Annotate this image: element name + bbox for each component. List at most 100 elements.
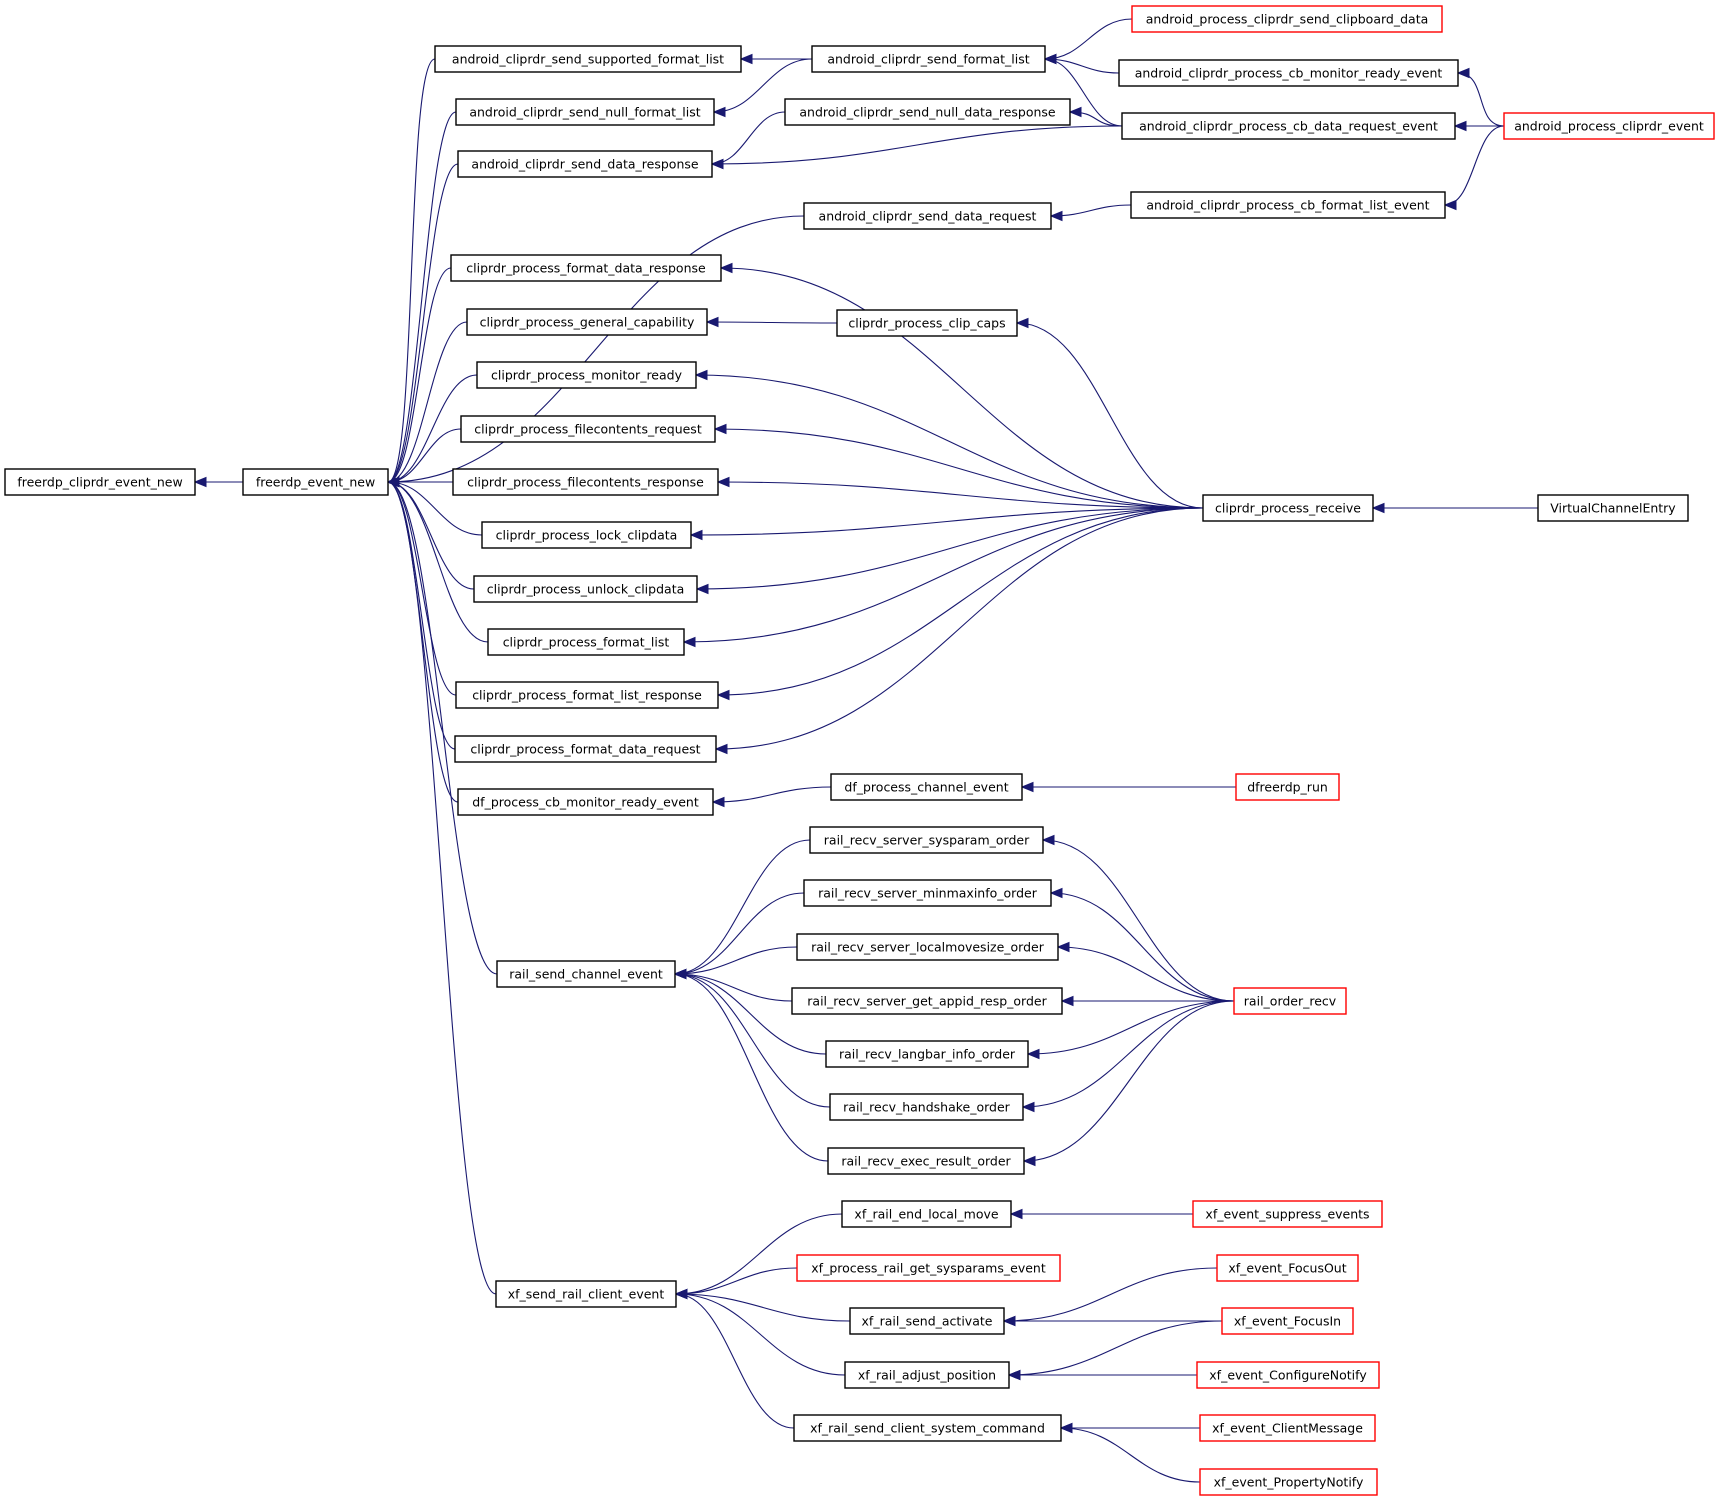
node-label: xf_event_ConfigureNotify	[1209, 1368, 1367, 1383]
function-node[interactable]: rail_recv_server_sysparam_order	[809, 826, 1044, 854]
function-node[interactable]: freerdp_cliprdr_event_new	[4, 468, 196, 496]
edge-line	[387, 481, 457, 696]
function-node[interactable]: android_cliprdr_send_data_response	[457, 150, 713, 178]
function-node[interactable]: df_process_cb_monitor_ready_event	[457, 788, 714, 816]
function-node[interactable]: xf_event_ConfigureNotify	[1196, 1361, 1380, 1389]
node-box	[495, 1280, 677, 1308]
function-node[interactable]: android_process_cliprdr_send_clipboard_d…	[1131, 5, 1443, 33]
call-edge	[674, 1288, 846, 1376]
function-node[interactable]: cliprdr_process_filecontents_request	[460, 415, 716, 443]
function-node[interactable]: rail_recv_server_localmovesize_order	[796, 933, 1059, 961]
function-node[interactable]: android_cliprdr_process_cb_monitor_ready…	[1118, 59, 1459, 87]
function-node[interactable]: rail_recv_exec_result_order	[827, 1147, 1025, 1175]
function-node[interactable]: android_cliprdr_send_null_format_list	[455, 98, 715, 126]
node-label: xf_event_PropertyNotify	[1214, 1475, 1364, 1490]
function-node[interactable]: rail_order_recv	[1233, 987, 1347, 1015]
function-node[interactable]: cliprdr_process_clip_caps	[836, 309, 1018, 337]
node-box	[1192, 1200, 1383, 1228]
function-node[interactable]: cliprdr_process_format_list	[487, 628, 685, 656]
function-node[interactable]: freerdp_event_new	[242, 468, 389, 496]
function-node[interactable]: xf_event_ClientMessage	[1199, 1414, 1376, 1442]
node-box	[827, 1147, 1025, 1175]
edge-arrowhead	[673, 968, 687, 980]
edge-line	[1027, 1000, 1235, 1055]
function-node[interactable]: rail_recv_server_get_appid_resp_order	[791, 987, 1063, 1015]
node-box	[1196, 1361, 1380, 1389]
function-node[interactable]: VirtualChannelEntry	[1537, 494, 1689, 522]
function-node[interactable]: android_cliprdr_send_data_request	[803, 202, 1052, 230]
node-box	[849, 1307, 1005, 1335]
function-node[interactable]: xf_event_FocusOut	[1216, 1254, 1359, 1282]
function-node[interactable]: rail_recv_langbar_info_order	[825, 1040, 1029, 1068]
edge-line	[1060, 1427, 1201, 1483]
function-node[interactable]: xf_event_PropertyNotify	[1199, 1468, 1378, 1496]
function-node[interactable]: xf_rail_send_activate	[849, 1307, 1005, 1335]
function-node[interactable]: cliprdr_process_receive	[1202, 494, 1374, 522]
edge-line	[1050, 204, 1132, 217]
function-node[interactable]: xf_rail_send_client_system_command	[793, 1414, 1062, 1442]
function-node[interactable]: df_process_channel_event	[830, 773, 1023, 801]
function-node[interactable]: rail_send_channel_event	[496, 960, 676, 988]
node-box	[1199, 1468, 1378, 1496]
function-node[interactable]: xf_send_rail_client_event	[495, 1280, 677, 1308]
function-node[interactable]: android_cliprdr_process_cb_format_list_e…	[1130, 191, 1446, 219]
function-node[interactable]: cliprdr_process_unlock_clipdata	[473, 575, 698, 603]
function-node[interactable]: cliprdr_process_general_capability	[466, 308, 708, 336]
node-box	[1537, 494, 1689, 522]
function-node[interactable]: cliprdr_process_format_data_request	[454, 735, 717, 763]
function-node[interactable]: dfreerdp_run	[1235, 773, 1340, 801]
function-node[interactable]: android_cliprdr_send_format_list	[811, 45, 1046, 73]
node-label: xf_rail_end_local_move	[854, 1207, 998, 1222]
function-node[interactable]: cliprdr_process_monitor_ready	[476, 361, 697, 389]
edge-line	[1023, 1000, 1235, 1162]
function-node[interactable]: xf_process_rail_get_sysparams_event	[796, 1254, 1061, 1282]
edge-arrowhead	[674, 1288, 688, 1300]
function-node[interactable]: xf_rail_end_local_move	[841, 1200, 1012, 1228]
call-edge	[673, 946, 798, 980]
edge-line	[1008, 1320, 1223, 1376]
function-node[interactable]: xf_event_suppress_events	[1192, 1200, 1383, 1228]
call-edge	[1041, 834, 1235, 1002]
node-box	[455, 98, 715, 126]
node-label: android_cliprdr_send_format_list	[827, 52, 1029, 67]
function-node[interactable]: android_cliprdr_process_cb_data_request_…	[1121, 112, 1456, 140]
function-node[interactable]: cliprdr_process_lock_clipdata	[481, 521, 692, 549]
edge-line	[715, 507, 1204, 750]
node-box	[836, 309, 1018, 337]
node-box	[452, 468, 719, 496]
function-node[interactable]: rail_recv_handshake_order	[829, 1093, 1024, 1121]
call-edge	[674, 1288, 851, 1322]
node-box	[793, 1414, 1062, 1442]
edge-arrowhead	[682, 636, 696, 648]
call-edge	[1049, 204, 1132, 222]
node-label: xf_event_FocusIn	[1234, 1314, 1341, 1329]
function-node[interactable]: rail_recv_server_minmaxinfo_order	[803, 879, 1052, 907]
node-label: android_cliprdr_send_data_response	[471, 157, 698, 172]
edge-line	[696, 507, 1204, 590]
node-label: cliprdr_process_general_capability	[480, 315, 695, 330]
function-node[interactable]: cliprdr_process_format_data_response	[450, 254, 722, 282]
function-node[interactable]: android_cliprdr_send_null_data_response	[784, 98, 1071, 126]
function-node[interactable]: android_process_cliprdr_event	[1503, 112, 1715, 140]
call-edge	[714, 507, 1204, 755]
node-label: android_cliprdr_process_cb_data_request_…	[1139, 119, 1438, 134]
function-node[interactable]: android_cliprdr_send_supported_format_li…	[434, 45, 742, 73]
node-box	[1216, 1254, 1359, 1282]
edge-arrowhead	[1453, 120, 1467, 132]
function-node[interactable]: cliprdr_process_format_list_response	[455, 681, 719, 709]
call-edge	[713, 423, 1204, 509]
node-box	[1233, 987, 1347, 1015]
function-node[interactable]: xf_rail_adjust_position	[844, 1361, 1010, 1389]
node-label: android_process_cliprdr_event	[1514, 119, 1704, 134]
edge-arrowhead	[1059, 1422, 1073, 1434]
edge-arrowhead	[1456, 67, 1470, 79]
function-node[interactable]: xf_event_FocusIn	[1221, 1307, 1354, 1335]
node-label: rail_recv_server_localmovesize_order	[811, 940, 1045, 955]
node-label: cliprdr_process_format_data_response	[466, 261, 706, 276]
call-edge	[1371, 502, 1538, 514]
node-label: VirtualChannelEntry	[1550, 501, 1676, 516]
edge-line	[713, 58, 813, 113]
call-edge	[1456, 67, 1505, 127]
node-label: android_process_cliprdr_send_clipboard_d…	[1146, 12, 1429, 27]
function-node[interactable]: cliprdr_process_filecontents_response	[452, 468, 719, 496]
